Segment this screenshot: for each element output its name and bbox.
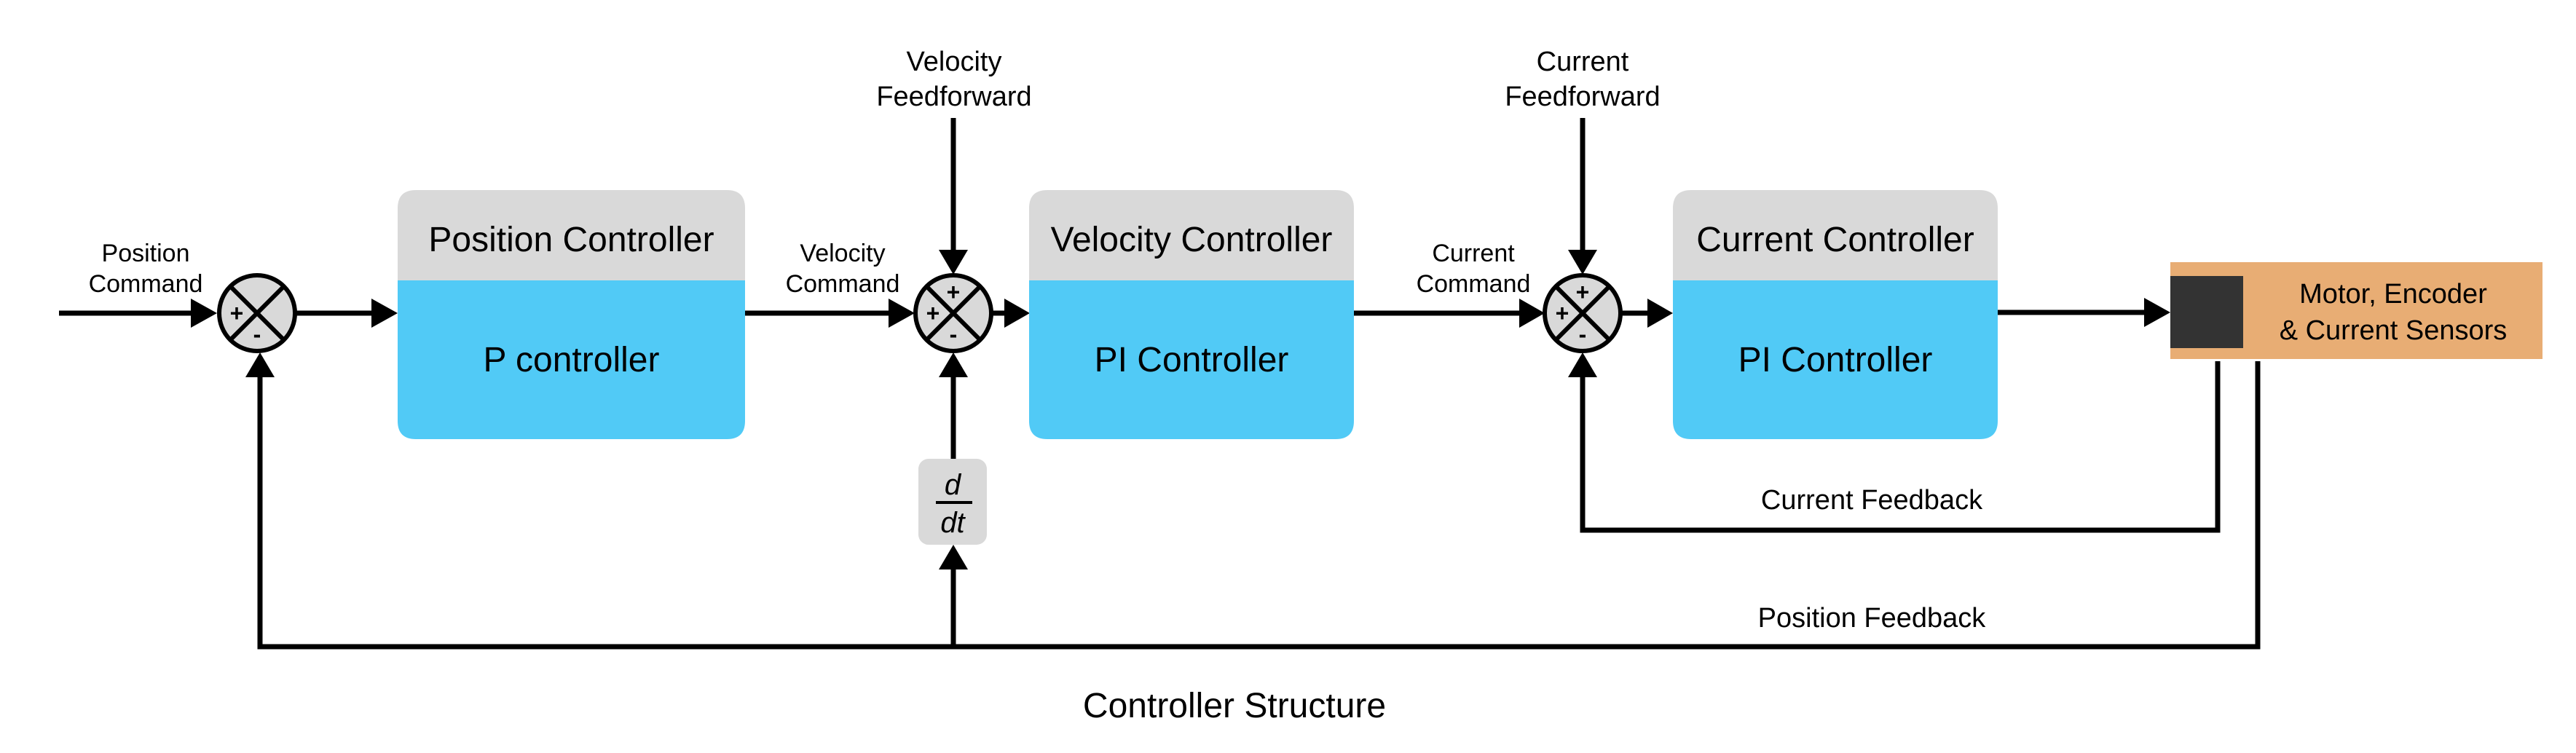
- current-feedback-label: Current Feedback: [1761, 485, 1983, 516]
- position-command-label-line-2: Command: [89, 270, 203, 298]
- velocity-command-label-line-2: Command: [786, 270, 900, 298]
- position-controller-block: Position Controller P controller: [398, 190, 745, 439]
- position-summing-junction: + -: [217, 273, 297, 353]
- current-feedforward-label-line-2: Feedforward: [1505, 82, 1660, 112]
- motor-plant-block: Motor, Encoder & Current Sensors: [2170, 262, 2542, 359]
- velocity-error-arrowhead: [1004, 299, 1030, 328]
- current-feedforward-arrowhead: [1568, 250, 1597, 275]
- actuation-arrowhead: [2144, 298, 2170, 327]
- position-feedback-label: Position Feedback: [1758, 603, 1987, 634]
- current-sum-sign-bottom: -: [1579, 321, 1587, 347]
- position-feedback-arrowhead: [245, 352, 275, 377]
- velocity-sum-sign-left: +: [926, 300, 940, 326]
- current-controller-title: Current Controller: [1696, 221, 1974, 259]
- derivative-output-arrowhead: [939, 352, 968, 377]
- current-command-arrowhead: [1519, 299, 1545, 328]
- position-sum-sign-left: +: [230, 300, 244, 326]
- position-feedback-wire: [257, 361, 2261, 650]
- velocity-sum-sign-top: +: [947, 279, 961, 305]
- position-controller-title: Position Controller: [428, 221, 714, 259]
- position-sum-sign-bottom: -: [253, 321, 261, 347]
- current-summing-junction: + + -: [1543, 273, 1623, 353]
- velocity-feedforward-arrowhead: [939, 250, 968, 275]
- velocity-controller-title: Velocity Controller: [1051, 221, 1333, 259]
- current-feedback-wire: [1580, 361, 2221, 533]
- position-command-label-line-1: Position: [102, 240, 190, 267]
- plant-label-line-2: & Current Sensors: [2280, 315, 2508, 346]
- plant-label-line-1: Motor, Encoder: [2299, 279, 2487, 310]
- current-command-label-line-2: Command: [1417, 270, 1531, 298]
- position-command-arrowhead: [191, 299, 217, 328]
- current-feedback-arrowhead: [1568, 352, 1597, 377]
- current-command-label-line-1: Current: [1432, 240, 1515, 267]
- derivative-block: d dt: [918, 459, 987, 545]
- velocity-command-arrowhead: [889, 299, 915, 328]
- derivative-numerator: d: [945, 469, 962, 501]
- velocity-feedforward-label-line-1: Velocity: [907, 47, 1002, 77]
- velocity-sum-sign-bottom: -: [950, 321, 958, 347]
- velocity-feedforward-label-line-2: Feedforward: [876, 82, 1031, 112]
- current-sum-sign-top: +: [1576, 279, 1590, 305]
- velocity-controller-block: Velocity Controller PI Controller: [1029, 190, 1354, 439]
- derivative-input-arrowhead: [939, 545, 968, 569]
- velocity-controller-type: PI Controller: [1095, 341, 1289, 379]
- position-controller-type: P controller: [484, 341, 660, 379]
- current-controller-type: PI Controller: [1738, 341, 1933, 379]
- actuator-icon: [2170, 276, 2243, 348]
- current-feedforward-label-line-1: Current: [1537, 47, 1629, 77]
- current-controller-block: Current Controller PI Controller: [1673, 190, 1998, 439]
- derivative-denominator: dt: [940, 507, 966, 539]
- velocity-command-label-line-1: Velocity: [800, 240, 885, 267]
- current-sum-sign-left: +: [1556, 300, 1569, 326]
- diagram-caption: Controller Structure: [1083, 687, 1386, 725]
- position-error-arrowhead: [371, 299, 398, 328]
- current-error-arrowhead: [1647, 299, 1673, 328]
- velocity-summing-junction: + + -: [913, 273, 993, 353]
